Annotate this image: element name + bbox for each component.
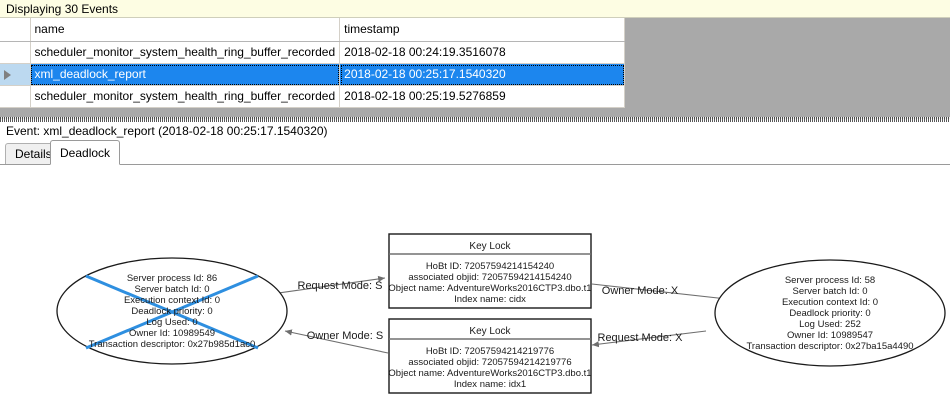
grid-splitter-handle[interactable] bbox=[0, 117, 950, 122]
tab-deadlock-label: Deadlock bbox=[60, 146, 111, 160]
table-row[interactable]: scheduler_monitor_system_health_ring_buf… bbox=[0, 41, 626, 64]
edge-left-owner: Owner Mode: S bbox=[284, 329, 389, 354]
keylock-bottom-line-4: Index name: idx1 bbox=[454, 379, 526, 390]
keylock-top-title: Key Lock bbox=[469, 241, 511, 252]
table-header-row: name timestamp bbox=[0, 18, 626, 42]
process-left-line-5: Log Used: 0 bbox=[146, 317, 197, 328]
cell-name[interactable]: scheduler_monitor_system_health_ring_buf… bbox=[30, 41, 341, 64]
process-left-line-2: Server batch Id: 0 bbox=[135, 284, 210, 295]
column-header-timestamp[interactable]: timestamp bbox=[339, 18, 626, 42]
process-right-line-1: Server process Id: 58 bbox=[785, 275, 875, 286]
process-right-line-4: Deadlock priority: 0 bbox=[789, 308, 870, 319]
keylock-bottom-line-1: HoBt ID: 72057594214219776 bbox=[426, 346, 554, 357]
events-table: name timestamp scheduler_monitor_system_… bbox=[0, 18, 626, 108]
edge-left-owner-label: Owner Mode: S bbox=[307, 330, 383, 342]
keylock-bottom-title: Key Lock bbox=[469, 326, 511, 337]
event-header-label: Event: xml_deadlock_report (2018-02-18 0… bbox=[6, 124, 328, 138]
row-selector-arrow-icon bbox=[4, 69, 11, 80]
edge-right-request: Request Mode: X bbox=[591, 330, 707, 348]
process-right-line-3: Execution context Id: 0 bbox=[782, 297, 878, 308]
cell-timestamp[interactable]: 2018-02-18 00:25:19.5276859 bbox=[339, 85, 626, 108]
process-right-line-6: Owner Id: 10989547 bbox=[787, 330, 873, 341]
keylock-top-line-1: HoBt ID: 72057594214154240 bbox=[426, 261, 554, 272]
cell-name[interactable]: scheduler_monitor_system_health_ring_buf… bbox=[30, 85, 341, 108]
row-selector[interactable] bbox=[0, 63, 31, 86]
tab-details[interactable]: Details bbox=[5, 143, 62, 165]
cell-timestamp[interactable]: 2018-02-18 00:25:17.1540320 bbox=[339, 63, 626, 86]
process-node-left[interactable]: Server process Id: 86 Server batch Id: 0… bbox=[56, 257, 288, 365]
process-right-line-2: Server batch Id: 0 bbox=[793, 286, 868, 297]
edge-right-owner-label: Owner Mode: X bbox=[602, 285, 679, 297]
edge-left-request-label: Request Mode: S bbox=[298, 280, 383, 292]
resource-node-keylock-bottom[interactable]: Key Lock HoBt ID: 72057594214219776 asso… bbox=[388, 318, 592, 394]
events-count-banner: Displaying 30 Events bbox=[0, 0, 950, 18]
deadlock-graph: Request Mode: S Owner Mode: X Owner Mode… bbox=[56, 233, 946, 394]
process-right-line-7: Transaction descriptor: 0x27ba15a4490 bbox=[746, 341, 913, 352]
tab-deadlock[interactable]: Deadlock bbox=[50, 140, 121, 165]
column-header-name[interactable]: name bbox=[30, 18, 341, 42]
cell-name[interactable]: xml_deadlock_report bbox=[30, 63, 341, 86]
event-header: Event: xml_deadlock_report (2018-02-18 0… bbox=[0, 122, 950, 140]
events-grid[interactable]: name timestamp scheduler_monitor_system_… bbox=[0, 18, 950, 119]
keylock-bottom-line-2: associated objid: 72057594214219776 bbox=[408, 357, 571, 368]
table-row[interactable]: scheduler_monitor_system_health_ring_buf… bbox=[0, 85, 626, 108]
keylock-top-line-3: Object name: AdventureWorks2016CTP3.dbo.… bbox=[388, 283, 591, 294]
tabstrip: Details Deadlock bbox=[0, 140, 950, 165]
column-header-selector[interactable] bbox=[0, 18, 31, 42]
process-left-line-1: Server process Id: 86 bbox=[127, 273, 217, 284]
process-right-line-5: Log Used: 252 bbox=[799, 319, 861, 330]
edge-right-request-label: Request Mode: X bbox=[598, 332, 684, 344]
keylock-top-line-2: associated objid: 72057594214154240 bbox=[408, 272, 571, 283]
tab-details-label: Details bbox=[15, 147, 52, 161]
process-left-line-4: Deadlock priority: 0 bbox=[131, 306, 212, 317]
victim-cross-icon bbox=[85, 274, 259, 350]
keylock-top-line-4: Index name: cidx bbox=[454, 294, 526, 305]
deadlock-graph-canvas[interactable]: Request Mode: S Owner Mode: X Owner Mode… bbox=[0, 164, 950, 400]
row-selector[interactable] bbox=[0, 41, 31, 64]
keylock-bottom-line-3: Object name: AdventureWorks2016CTP3.dbo.… bbox=[388, 368, 591, 379]
events-count-label: Displaying 30 Events bbox=[6, 1, 119, 16]
resource-node-keylock-top[interactable]: Key Lock HoBt ID: 72057594214154240 asso… bbox=[388, 233, 592, 309]
table-row-selected[interactable]: xml_deadlock_report 2018-02-18 00:25:17.… bbox=[0, 63, 626, 86]
process-left-line-7: Transaction descriptor: 0x27b985d1ac0 bbox=[89, 339, 256, 350]
cell-timestamp[interactable]: 2018-02-18 00:24:19.3516078 bbox=[339, 41, 626, 64]
process-node-right[interactable]: Server process Id: 58 Server batch Id: 0… bbox=[714, 259, 946, 367]
process-left-line-6: Owner Id: 10989549 bbox=[129, 328, 215, 339]
process-left-line-3: Execution context Id: 0 bbox=[124, 295, 220, 306]
row-selector[interactable] bbox=[0, 85, 31, 108]
